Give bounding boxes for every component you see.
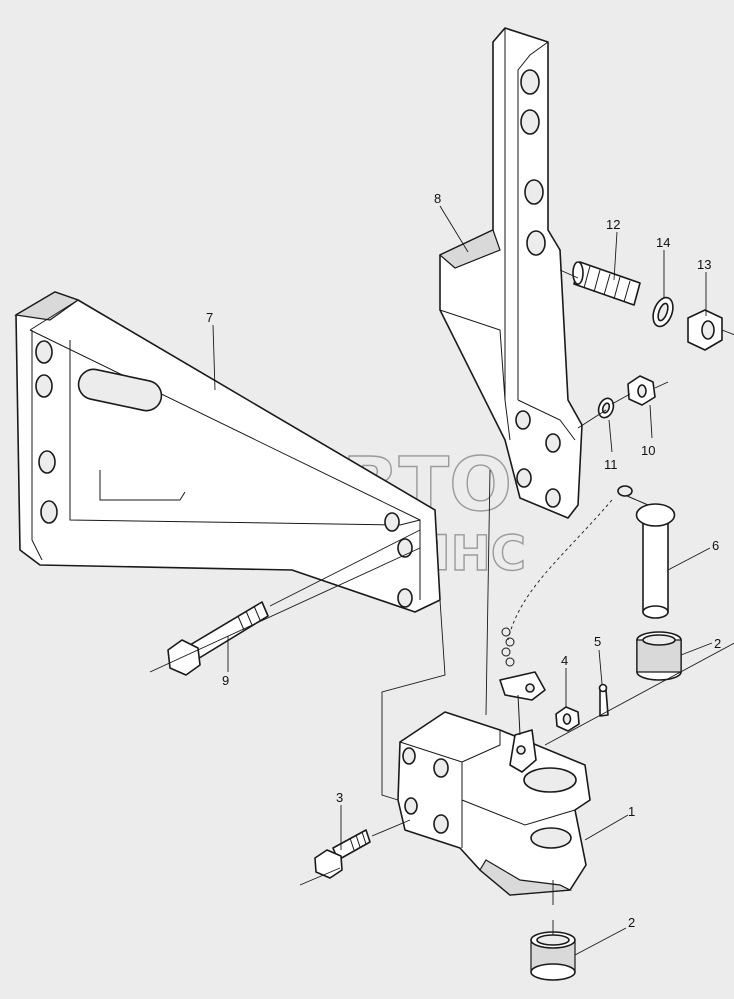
callout-13: 13 bbox=[697, 257, 711, 272]
callout-1: 1 bbox=[628, 804, 635, 819]
callout-9: 9 bbox=[222, 673, 229, 688]
callouts: 1 2 2 3 4 5 6 7 8 9 10 11 12 13 14 bbox=[206, 191, 721, 956]
cotter-pin-part-5 bbox=[598, 683, 609, 717]
nut-part-4 bbox=[555, 706, 580, 732]
callout-3: 3 bbox=[336, 790, 343, 805]
callout-6: 6 bbox=[712, 538, 719, 553]
clevis-part-1 bbox=[397, 671, 591, 896]
assembly-lines bbox=[149, 269, 734, 935]
callout-2b: 2 bbox=[628, 915, 635, 930]
callout-8: 8 bbox=[434, 191, 441, 206]
stud-part-12 bbox=[572, 261, 641, 306]
callout-7: 7 bbox=[206, 310, 213, 325]
pin-part-6 bbox=[501, 485, 676, 667]
bracket-part-8 bbox=[438, 27, 583, 519]
bolt-part-3 bbox=[314, 829, 371, 879]
washer-part-14 bbox=[652, 296, 674, 328]
bolt-part-9 bbox=[167, 601, 269, 676]
washer-part-11 bbox=[597, 397, 615, 419]
callout-5: 5 bbox=[594, 634, 601, 649]
bracket-part-7 bbox=[14, 291, 441, 613]
nut-part-13 bbox=[687, 309, 723, 351]
callout-2a: 2 bbox=[714, 636, 721, 651]
callout-4: 4 bbox=[561, 653, 568, 668]
nut-part-10 bbox=[627, 375, 656, 406]
callout-12: 12 bbox=[606, 217, 620, 232]
callout-10: 10 bbox=[641, 443, 655, 458]
callout-14: 14 bbox=[656, 235, 670, 250]
bushing-part-2-upper bbox=[636, 631, 682, 681]
callout-11: 11 bbox=[604, 457, 618, 472]
bushing-part-2-lower bbox=[530, 931, 576, 981]
